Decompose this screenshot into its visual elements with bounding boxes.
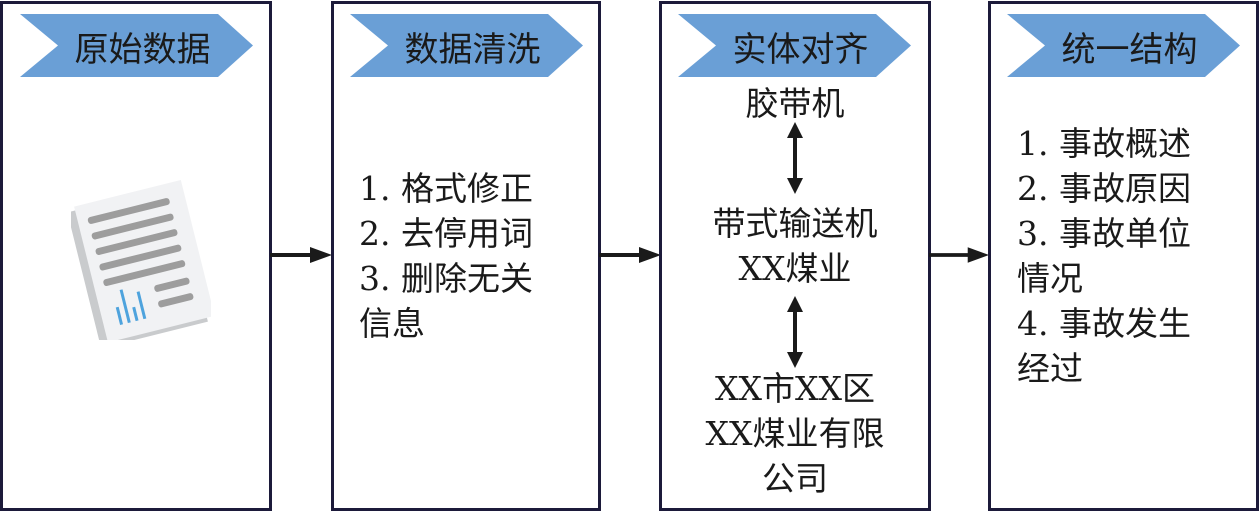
list-item: 2. 事故原因 — [1017, 169, 1191, 208]
flow-arrow — [599, 247, 661, 263]
stage-title: 原始数据 — [74, 30, 211, 70]
entity-line: XX市XX区 — [715, 369, 875, 408]
cleaning-steps: 1. 格式修正 2. 去停用词 3. 删除无关 信息 — [359, 166, 533, 346]
stage-banner: 实体对齐 — [678, 14, 911, 77]
list-item: 4. 事故发生 — [1017, 304, 1191, 343]
stage-banner: 统一结构 — [1007, 14, 1240, 77]
stage-data-cleaning: 数据清洗 1. 格式修正 2. 去停用词 3. 删除无关 信息 — [331, 1, 601, 511]
flow-arrow — [929, 247, 989, 263]
stage-title: 实体对齐 — [732, 30, 869, 70]
entity-line: 带式输送机 — [712, 204, 878, 243]
list-item: 3. 事故单位 — [1017, 214, 1191, 253]
stage-title: 数据清洗 — [404, 30, 541, 70]
structure-items: 1. 事故概述 2. 事故原因 3. 事故单位 情况 4. 事故发生 经过 — [1017, 121, 1191, 391]
entity-bottom: XX市XX区 XX煤业有限 公司 — [662, 366, 928, 501]
list-item: 1. 事故概述 — [1017, 124, 1191, 163]
list-item: 信息 — [359, 304, 425, 343]
list-item: 经过 — [1017, 349, 1083, 388]
entity-line: XX煤业有限 — [705, 414, 885, 453]
stage-entity-alignment: 实体对齐 胶带机 带式输送机 XX煤业 XX市XX区 XX煤业有限 公司 — [659, 1, 931, 511]
entity-line: 公司 — [762, 459, 828, 498]
bidirectional-arrow-icon — [787, 296, 803, 368]
stage-banner: 数据清洗 — [350, 14, 583, 77]
list-item: 1. 格式修正 — [359, 169, 533, 208]
stage-banner: 原始数据 — [20, 14, 253, 77]
stage-title: 统一结构 — [1061, 30, 1198, 70]
stage-raw-data: 原始数据 — [0, 1, 272, 511]
document-icon — [71, 180, 211, 340]
list-item: 2. 去停用词 — [359, 214, 533, 253]
stage-unified-structure: 统一结构 1. 事故概述 2. 事故原因 3. 事故单位 情况 4. 事故发生 … — [988, 1, 1259, 511]
list-item: 情况 — [1017, 259, 1083, 298]
list-item: 3. 删除无关 — [359, 259, 533, 298]
flow-arrow — [270, 247, 332, 263]
entity-top: 胶带机 — [745, 84, 845, 123]
entity-line: XX煤业 — [738, 249, 852, 288]
bidirectional-arrow-icon — [787, 122, 803, 194]
entity-middle: 带式输送机 XX煤业 — [662, 201, 928, 291]
